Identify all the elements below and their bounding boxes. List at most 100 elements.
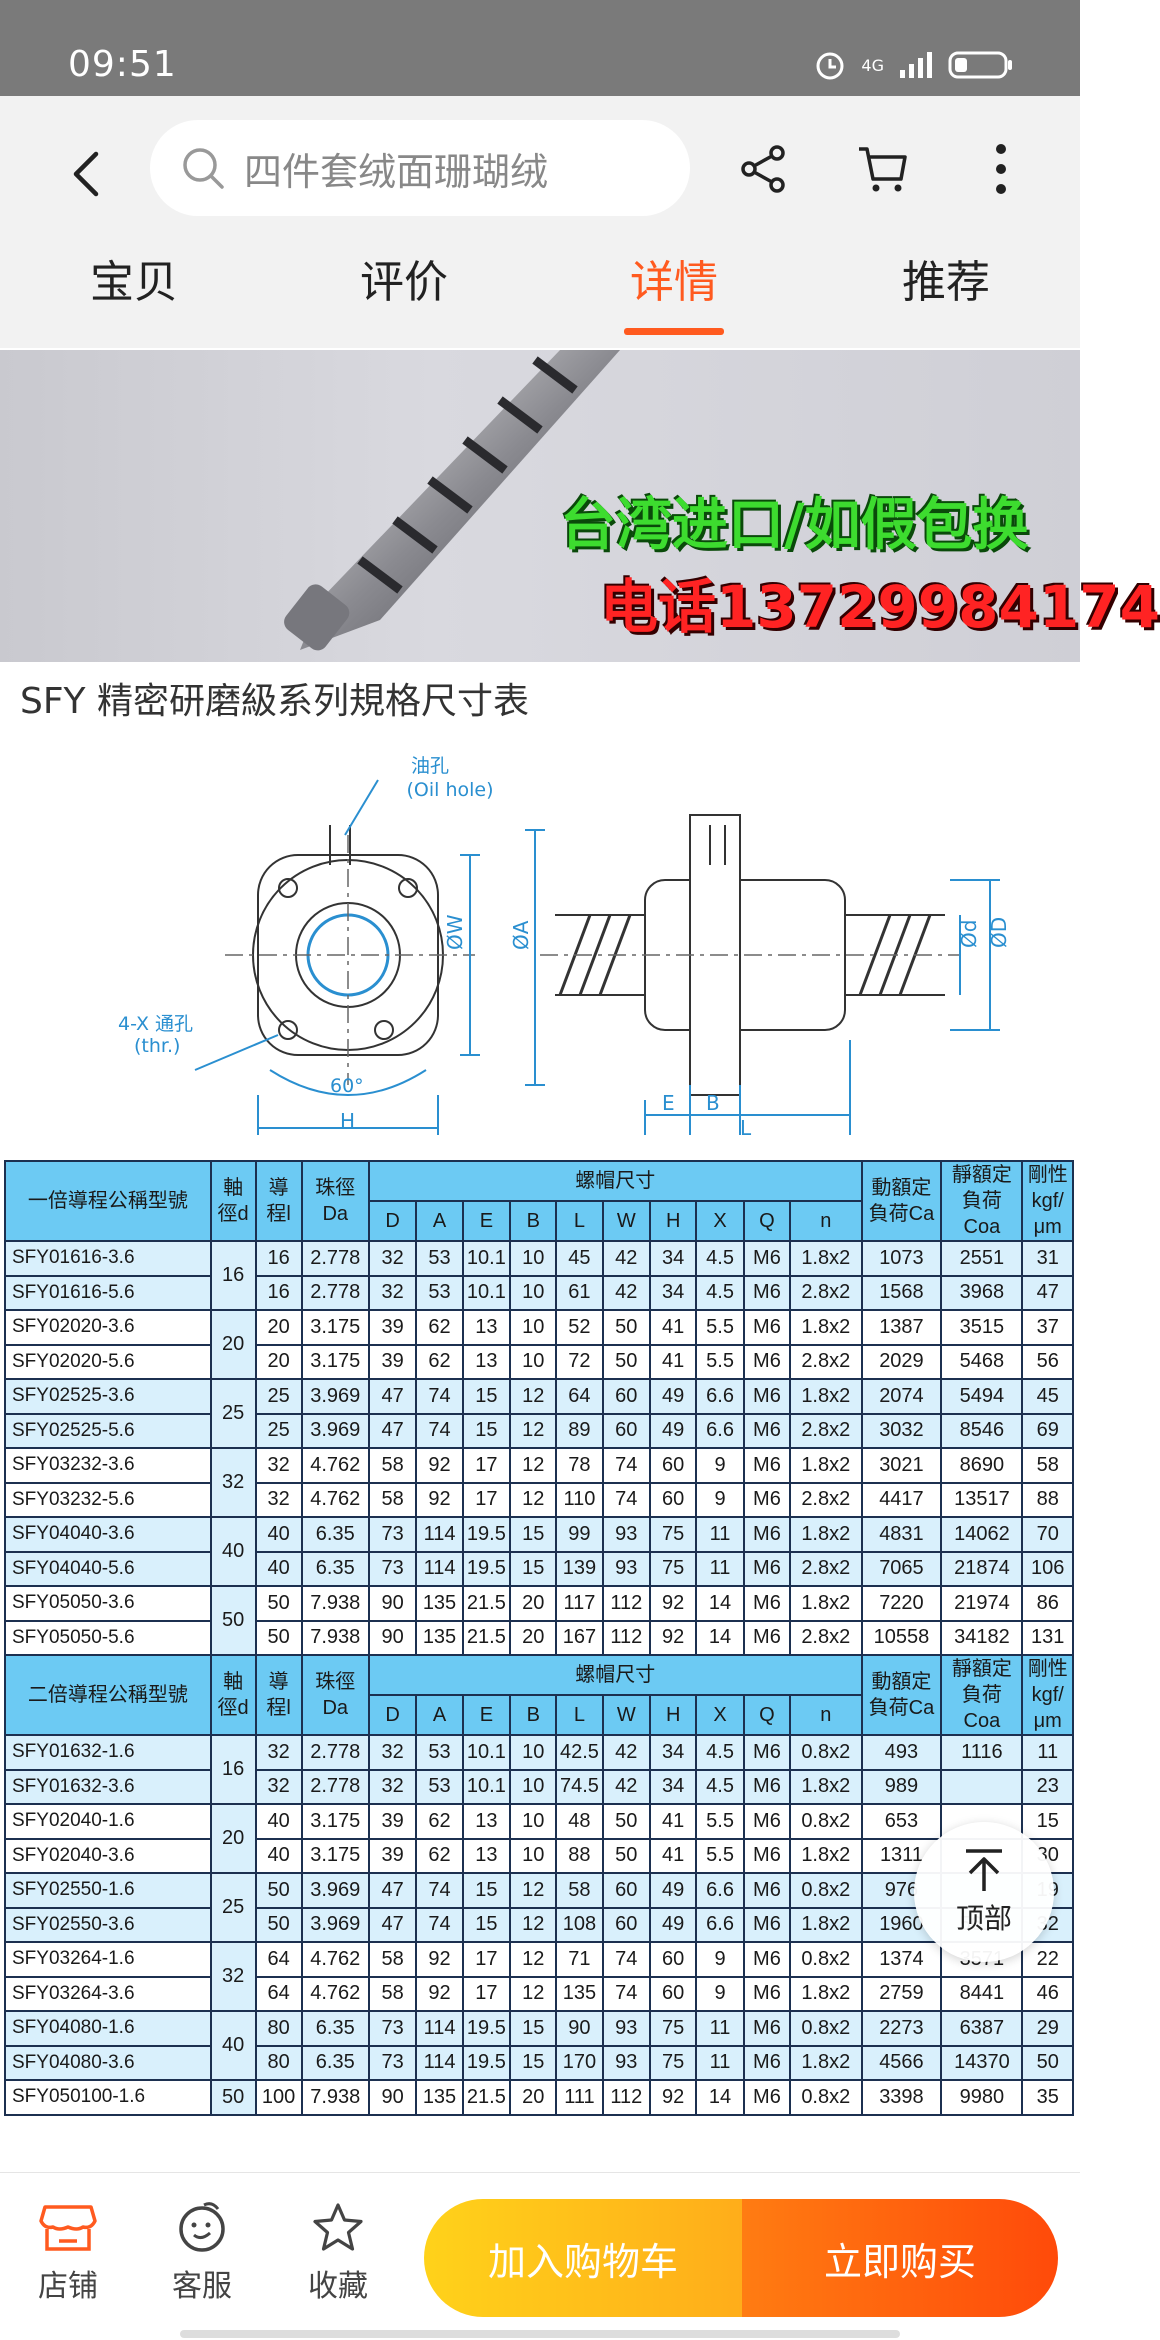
value-cell: 9	[695, 1481, 745, 1518]
model-cell: SFY03232-3.6	[4, 1447, 212, 1484]
value-cell: 74	[415, 1872, 464, 1909]
shaft-diameter-cell: 16	[209, 1240, 257, 1311]
subcol-header: H	[649, 1694, 698, 1736]
subcol-header: Q	[742, 1200, 792, 1242]
subcol-header: A	[415, 1200, 464, 1242]
value-cell: 49	[649, 1412, 698, 1449]
value-cell: M6	[742, 1803, 792, 1840]
value-cell: 1.8x2	[789, 1240, 863, 1277]
store-button[interactable]: 店铺	[8, 2201, 128, 2305]
tab-recommend[interactable]: 推荐	[896, 246, 996, 346]
value-cell: 73	[367, 1516, 418, 1553]
oil-hole-label: 油孔	[411, 755, 449, 777]
back-to-top-button[interactable]: 顶部	[914, 1822, 1054, 1962]
value-cell: 15	[509, 2044, 558, 2081]
value-cell: 88	[555, 1837, 604, 1874]
value-cell: 22	[1021, 1941, 1074, 1978]
value-cell: 7065	[860, 1550, 943, 1587]
value-cell: 62	[415, 1803, 464, 1840]
shaft-diameter-cell: 16	[209, 1734, 257, 1805]
through-hole-label: 4-X 通孔	[118, 1013, 193, 1035]
tab-reviews[interactable]: 评价	[354, 246, 454, 346]
value-cell: 34	[649, 1274, 698, 1311]
cart-button[interactable]	[848, 134, 918, 204]
value-cell: 42	[601, 1734, 652, 1771]
value-cell: M6	[742, 1975, 792, 2012]
value-cell: 1374	[860, 1941, 943, 1978]
value-cell: 114	[415, 2044, 464, 2081]
value-cell: 2029	[860, 1343, 943, 1380]
favorite-button[interactable]: 收藏	[278, 2201, 398, 2305]
search-bar[interactable]: 四件套绒面珊瑚绒	[150, 120, 690, 216]
share-button[interactable]	[728, 134, 798, 204]
buy-now-button[interactable]: 立即购买	[742, 2199, 1058, 2317]
subcol-header: L	[555, 1200, 604, 1242]
value-cell: 34	[649, 1240, 698, 1277]
model-header: 二倍導程公稱型號	[4, 1654, 212, 1736]
dynamic-load-header: 動額定負荷Ca	[860, 1160, 943, 1242]
ball-screw-image	[284, 350, 620, 651]
value-cell: 70	[1021, 1516, 1074, 1553]
model-cell: SFY05050-5.6	[4, 1619, 212, 1656]
value-cell: 47	[367, 1412, 418, 1449]
value-cell: 2.778	[300, 1274, 370, 1311]
value-cell: 10	[509, 1837, 558, 1874]
technical-drawing: 油孔 (Oil hole) 4-X 通孔 (thr.) 60° H ØW ØA …	[118, 755, 1011, 1140]
value-cell: 21874	[940, 1550, 1024, 1587]
value-cell: 6.6	[695, 1906, 745, 1943]
value-cell: 0.8x2	[789, 1734, 863, 1771]
value-cell: 13	[461, 1343, 512, 1380]
value-cell: 50	[601, 1343, 652, 1380]
value-cell: 7.938	[300, 1585, 370, 1622]
value-cell: 1116	[940, 1734, 1024, 1771]
value-cell: 64	[254, 1941, 303, 1978]
value-cell: 58	[555, 1872, 604, 1909]
value-cell: 1.8x2	[789, 1837, 863, 1874]
value-cell: 7.938	[300, 2079, 370, 2116]
value-cell: 3.175	[300, 1343, 370, 1380]
value-cell: 14370	[940, 2044, 1024, 2081]
value-cell: 90	[367, 2079, 418, 2116]
search-icon	[183, 148, 224, 189]
value-cell: 106	[1021, 1550, 1074, 1587]
value-cell: 34	[649, 1768, 698, 1805]
value-cell: 15	[461, 1412, 512, 1449]
value-cell: 10	[509, 1768, 558, 1805]
value-cell: 50	[254, 1585, 303, 1622]
store-label: 店铺	[38, 2269, 98, 2304]
value-cell: 73	[367, 2044, 418, 2081]
service-button[interactable]: 客服	[142, 2201, 262, 2305]
value-cell: 0.8x2	[789, 2079, 863, 2116]
value-cell: 15	[509, 1516, 558, 1553]
tab-details[interactable]: 详情	[624, 246, 724, 346]
value-cell: 12	[509, 1481, 558, 1518]
value-cell: 114	[415, 2010, 464, 2047]
more-button[interactable]	[966, 134, 1036, 204]
arrow-up-icon	[966, 1849, 1002, 1891]
value-cell: M6	[742, 1309, 792, 1346]
top-navigation: 四件套绒面珊瑚绒 宝贝 评价 详情 推荐	[0, 96, 1080, 348]
value-cell: 32	[367, 1240, 418, 1277]
value-cell: 4.5	[695, 1240, 745, 1277]
value-cell: M6	[742, 2044, 792, 2081]
dim-w-label: ØW	[443, 914, 467, 950]
dim-a-label: ØA	[509, 920, 533, 950]
value-cell: 37	[1021, 1309, 1074, 1346]
value-cell: M6	[742, 1768, 792, 1805]
value-cell: 111	[555, 2079, 604, 2116]
back-button[interactable]	[56, 144, 116, 204]
value-cell: 6.35	[300, 1516, 370, 1553]
value-cell: 2.8x2	[789, 1550, 863, 1587]
value-cell: 92	[415, 1941, 464, 1978]
value-cell: 19.5	[461, 1550, 512, 1587]
value-cell: 89	[555, 1412, 604, 1449]
add-to-cart-button[interactable]: 加入购物车	[424, 2199, 742, 2317]
value-cell: M6	[742, 1516, 792, 1553]
tab-item[interactable]: 宝贝	[84, 246, 184, 346]
